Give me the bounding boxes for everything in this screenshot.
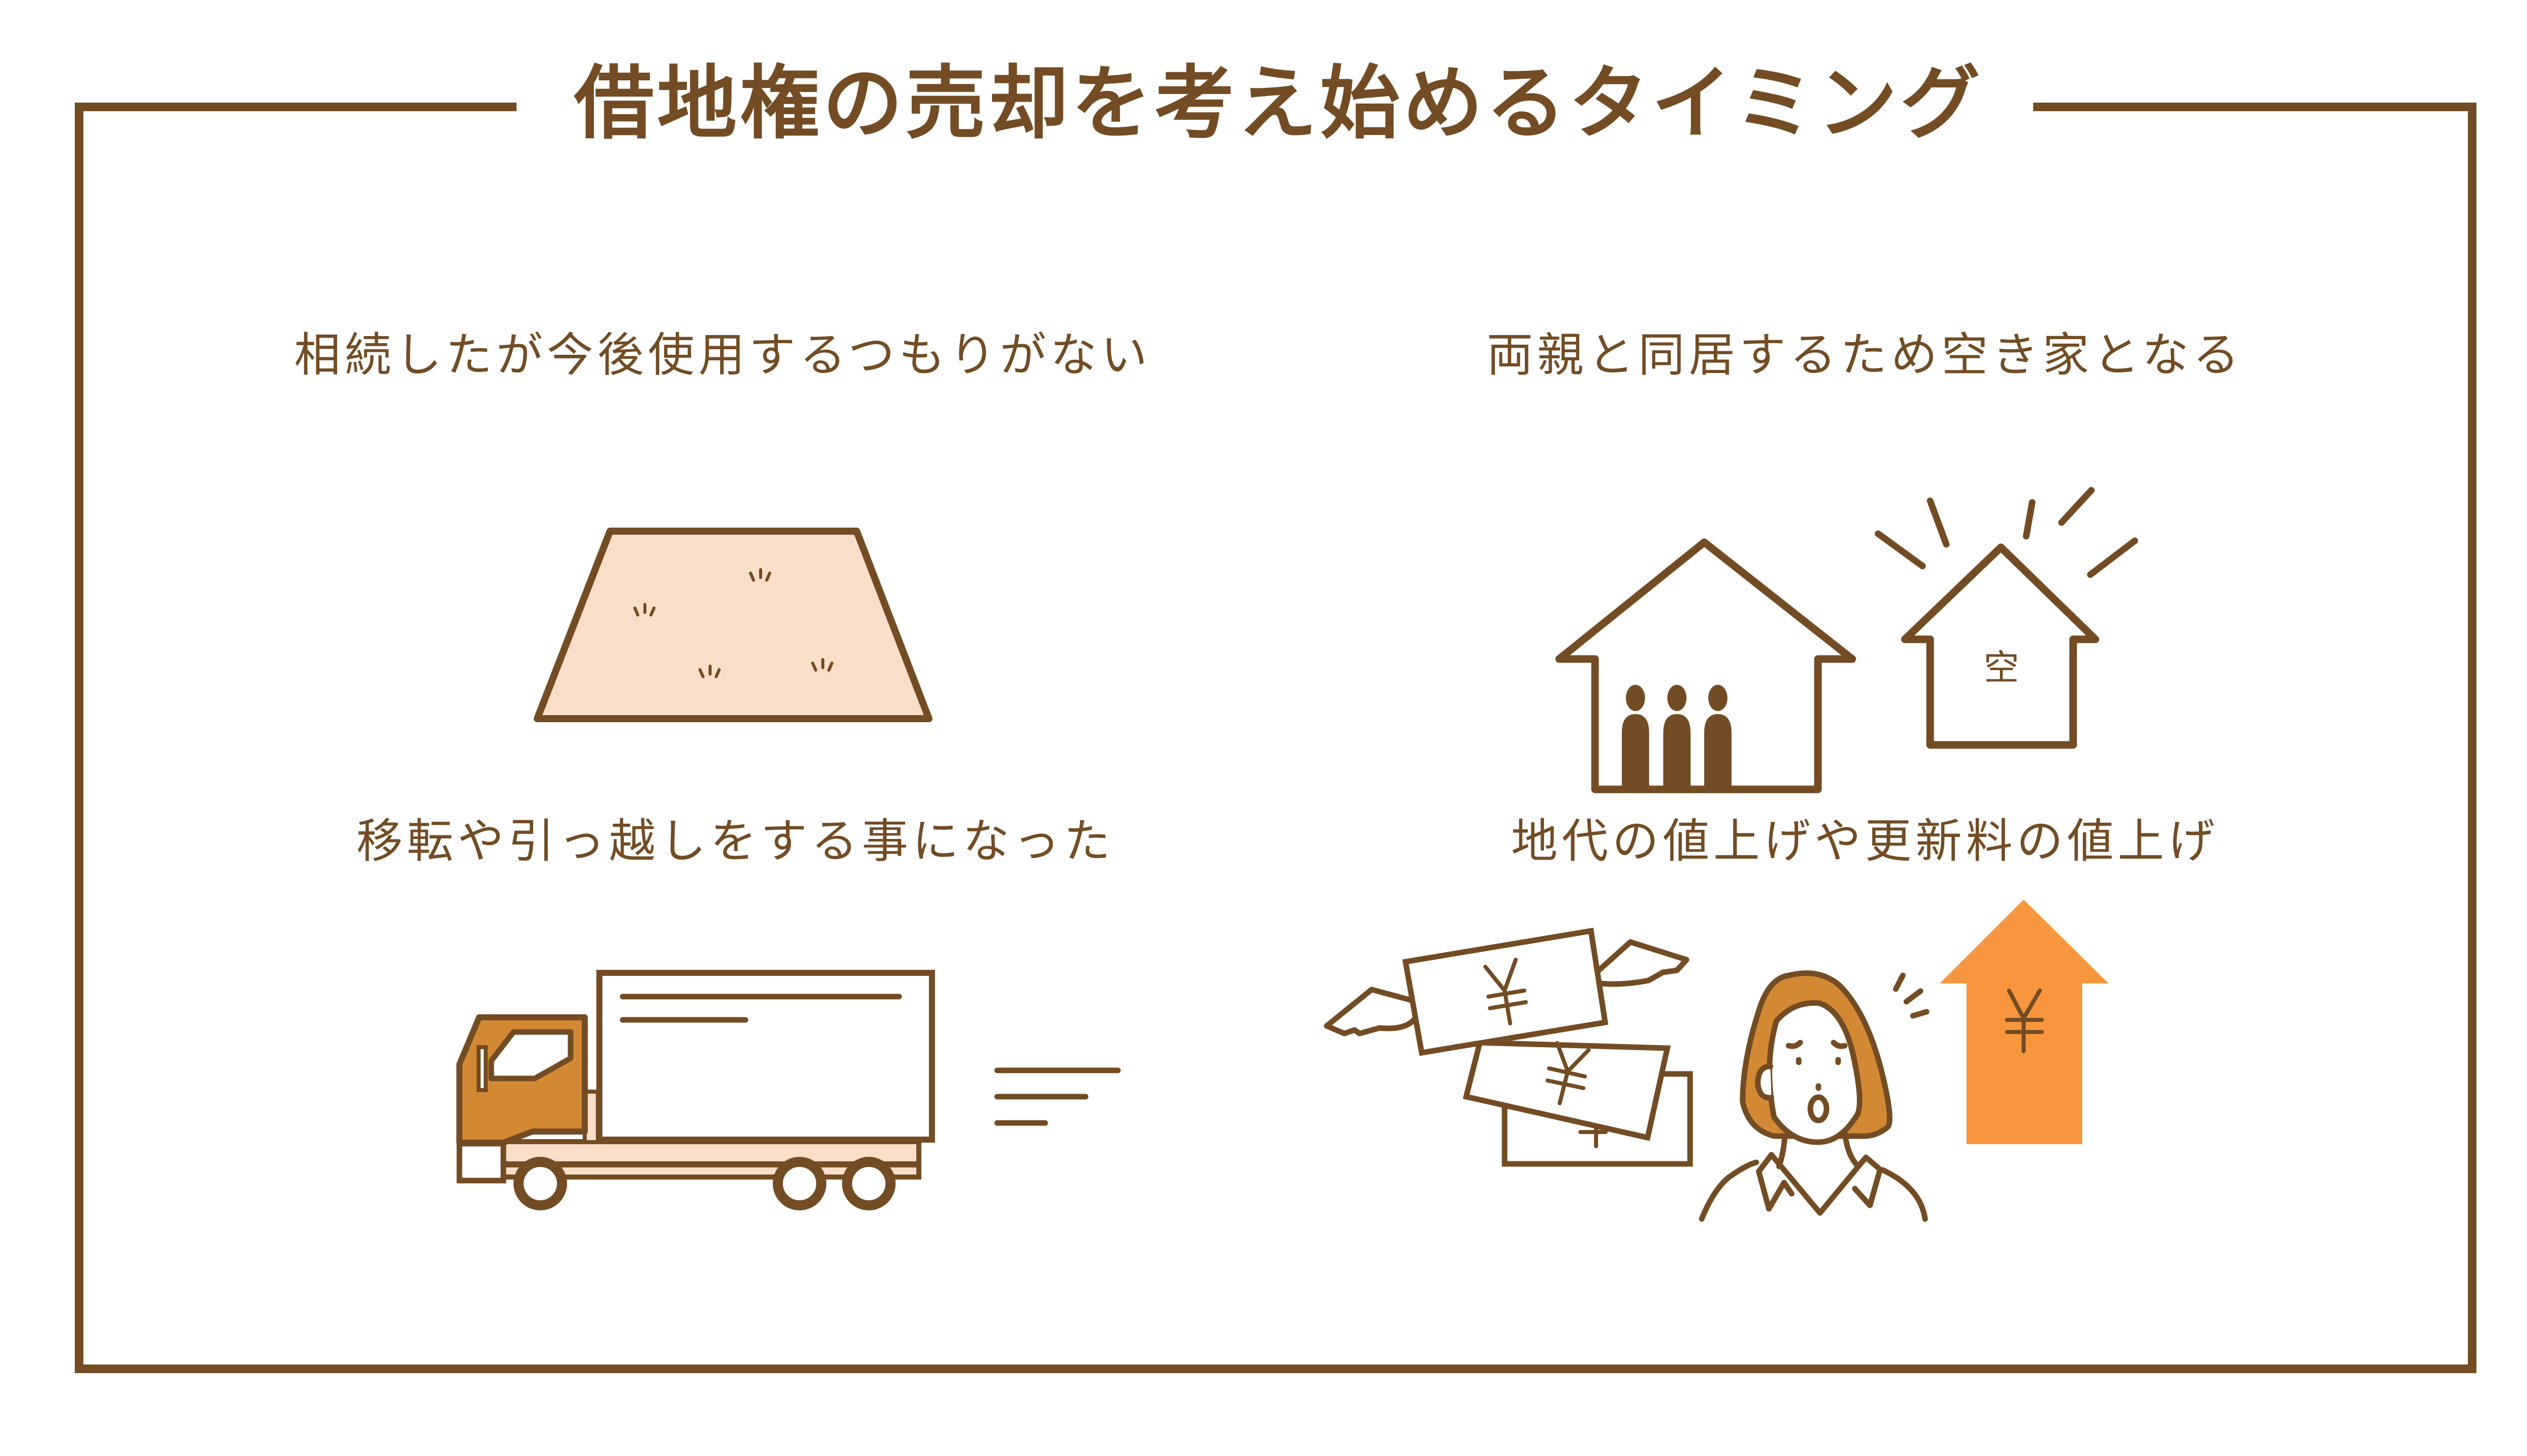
empty-house-icon: 空 — [1875, 487, 2138, 749]
vacant-land-icon — [534, 528, 932, 722]
item-label-relocation: 移転や引っ越しをする事になった — [356, 814, 1114, 868]
item-label-inheritance: 相続したが今後使用するつもりがない — [294, 328, 1152, 382]
frame-left-border — [75, 103, 83, 1373]
item-label-rent-increase: 地代の値上げや更新料の値上げ — [1511, 814, 2219, 868]
sparkle-lines-icon — [1875, 487, 2138, 578]
left-wing-icon — [1324, 987, 1421, 1037]
frame-top-right-segment — [2033, 103, 2476, 111]
truck-window-icon — [488, 1029, 574, 1082]
moving-truck-icon — [456, 970, 1121, 1210]
yen-symbol-icon — [2005, 989, 2044, 1053]
family-house-icon — [1555, 538, 1856, 793]
truck-cargo-box — [596, 970, 935, 1143]
yen-bill-winged-icon — [1324, 927, 1690, 1056]
grass-tufts-icon — [633, 568, 833, 678]
empty-house-label: 空 — [1984, 647, 2019, 688]
item-label-cohabitation: 両親と同居するため空き家となる — [1486, 328, 2243, 382]
yen-bill-middle-icon — [1463, 1040, 1671, 1141]
houses-icon: 空 — [1555, 487, 2138, 793]
rent-increase-icon — [1324, 900, 2109, 1222]
page-title: 借地権の売却を考え始めるタイミング — [574, 57, 1983, 150]
worried-woman-icon — [1699, 970, 1930, 1222]
frame-top-left-segment — [75, 103, 517, 111]
family-people-icon — [1622, 685, 1732, 789]
frame-right-border — [2468, 103, 2476, 1373]
frame-bottom-border — [75, 1365, 2476, 1373]
truck-wheels-icon — [513, 1157, 896, 1210]
up-arrow-icon — [1940, 900, 2109, 1144]
speed-lines-icon — [994, 1067, 1121, 1126]
right-wing-icon — [1595, 939, 1690, 987]
